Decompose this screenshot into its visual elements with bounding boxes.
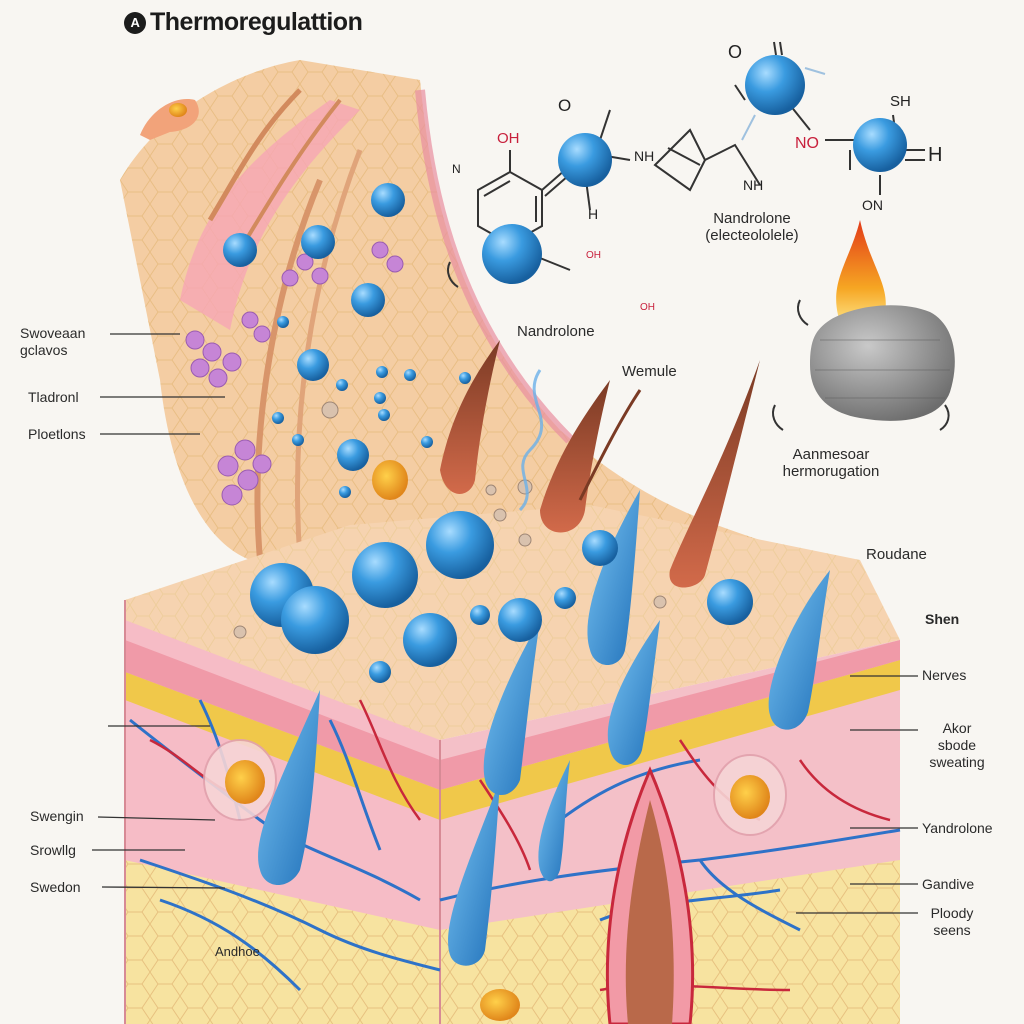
label-wemule: Wemule (622, 363, 677, 380)
label-akor: Akor sbode sweating (912, 720, 1002, 771)
label-line: Swengin (30, 808, 84, 824)
label-line: Gandive (922, 876, 975, 892)
chemical-structure (477, 41, 925, 271)
label-line: Ploody (930, 905, 974, 921)
small-particles (233, 401, 667, 639)
label-gandive: Gandive (922, 876, 974, 893)
label-line: Shen (925, 611, 960, 627)
chem-spheres (482, 55, 907, 284)
sweat-drops (258, 490, 830, 966)
atom-small-top: OH (586, 250, 601, 261)
label-line: Aanmesoar (792, 446, 870, 463)
label-swengin: Swengin (30, 808, 84, 825)
hairs (440, 340, 760, 588)
label-nandrolone-top: Nandrolone (517, 323, 595, 340)
label-line: Akor (942, 720, 972, 736)
label-yandrolone: Yandrolone (922, 820, 993, 837)
label-line: Ploetlons (28, 426, 86, 442)
label-line: sbode (937, 737, 977, 753)
sweat-glands (203, 460, 787, 1021)
label-line: Yandrolone (922, 820, 993, 836)
heat-wave (518, 369, 543, 512)
atom-h-right: H (928, 144, 943, 166)
label-roudane: Roudane (866, 546, 927, 563)
molecule-spheres (223, 183, 753, 683)
label-chem-name: Nandrolone (electeololele) (672, 210, 832, 244)
page-title: A Thermoregulattion (124, 8, 363, 37)
atom-nh-mid: NH (634, 148, 655, 164)
label-swedon: Swedon (30, 879, 81, 896)
atom-small-bottom: OH (640, 302, 655, 313)
label-line: Swedon (30, 879, 81, 895)
label-ploody: Ploody seens (912, 905, 992, 939)
title-badge-icon: A (124, 11, 146, 34)
leader-lines (92, 333, 918, 914)
label-line: (electeololele) (705, 227, 799, 244)
label-ploetlons: Ploetlons (28, 426, 86, 443)
label-line: Nerves (922, 667, 967, 683)
label-line: Swoveaan (20, 325, 86, 341)
atom-on: ON (862, 197, 883, 213)
label-tladronl: Tladronl (28, 389, 79, 406)
label-line: hermorugation (782, 463, 880, 480)
floating-cell (140, 99, 199, 140)
curved-tissue (120, 60, 760, 600)
title-text: Thermoregulattion (150, 8, 363, 36)
hair-follicle (605, 766, 695, 1024)
label-line: Srowllg (30, 842, 76, 858)
atom-h-bond: H (588, 206, 599, 222)
atom-nh-right: NH (743, 177, 764, 193)
atom-sh: SH (890, 93, 911, 110)
label-line: sweating (929, 754, 985, 770)
label-srowllg: Srowllg (30, 842, 76, 859)
label-line: gclavos (20, 342, 68, 358)
atom-no: NO (795, 135, 819, 152)
atom-n-left: N (452, 162, 461, 176)
label-line: Nandrolone (713, 210, 791, 227)
label-andhoe: Andhoe (215, 944, 260, 959)
label-line: seens (933, 922, 971, 938)
atom-o-top: O (728, 42, 743, 62)
heat-source (447, 220, 955, 431)
label-shen: Shen (925, 611, 959, 628)
atom-oh: OH (497, 130, 520, 147)
label-swoveaan: Swoveaan gclavos (20, 325, 85, 359)
atom-o: O (558, 96, 572, 115)
label-nerves: Nerves (922, 667, 966, 684)
label-aanmesoar: Aanmesoar hermorugation (756, 446, 906, 480)
label-line: Tladronl (28, 389, 79, 405)
